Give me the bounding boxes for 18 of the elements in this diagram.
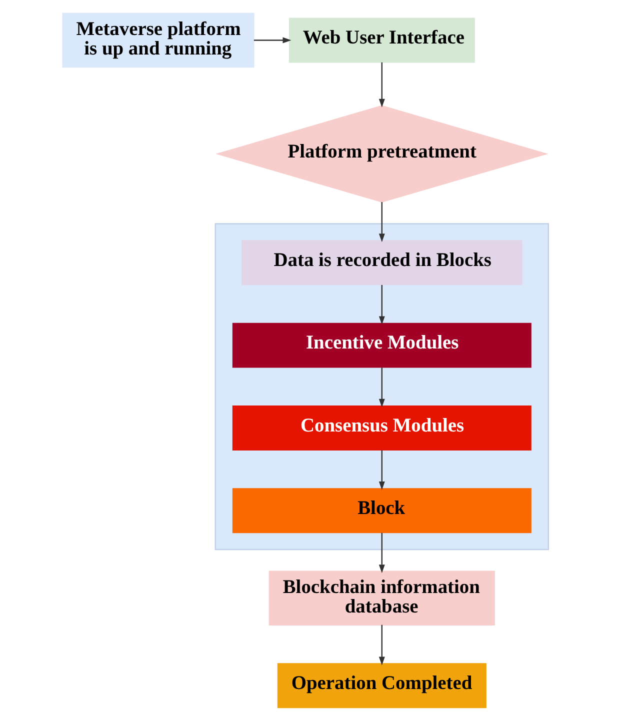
arrow: [378, 284, 385, 325]
node-box: Block: [232, 488, 532, 534]
node-box: Incentive Modules: [232, 322, 532, 368]
arrow: [378, 368, 385, 408]
node-diamond: Platform pretreatment: [216, 105, 548, 203]
node-box: Web User Interface: [288, 18, 475, 63]
node-box: Data is recorded in Blocks: [242, 240, 522, 286]
arrow: [254, 37, 292, 44]
arrow: [378, 450, 385, 490]
arrow: [378, 62, 385, 108]
cluster: [214, 223, 550, 550]
arrow: [378, 202, 385, 242]
arrow: [378, 624, 385, 666]
arrow: [378, 532, 385, 574]
node-box: Blockchain information database: [268, 570, 495, 626]
node-box: Operation Completed: [277, 663, 486, 708]
node-box: Consensus Modules: [232, 405, 532, 450]
node-box: Metaverse platform is up and running: [62, 12, 254, 68]
